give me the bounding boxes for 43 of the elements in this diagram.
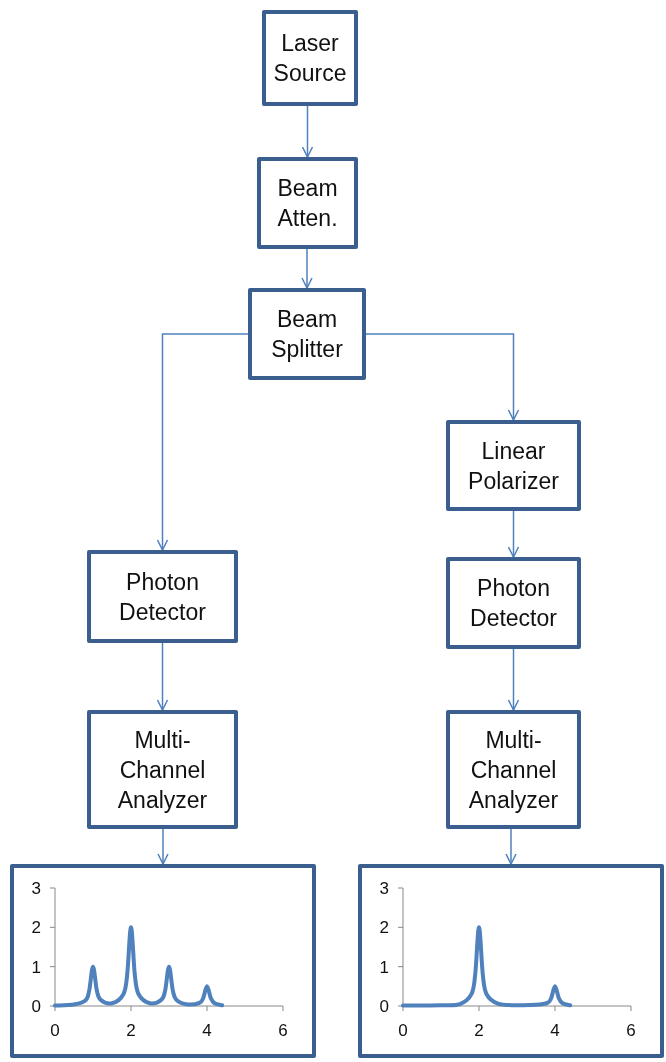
- process-box: [257, 157, 358, 249]
- process-box: [87, 710, 238, 829]
- box-label: Beam Atten.: [276, 174, 339, 233]
- box-label: Laser Source: [272, 29, 348, 88]
- tick-label: 2: [474, 1021, 484, 1040]
- tick-label: 3: [31, 879, 41, 898]
- arrow: [505, 828, 517, 865]
- tick-label: 4: [550, 1021, 560, 1040]
- tick-label: 2: [31, 918, 41, 938]
- chart-panel: [10, 864, 316, 1058]
- process-box: [446, 710, 581, 829]
- arrow: [301, 248, 313, 289]
- arrow: [156, 333, 249, 551]
- tick-label: 6: [278, 1021, 288, 1040]
- process-box: [446, 557, 581, 649]
- tick-label: 2: [126, 1021, 136, 1040]
- arrow: [507, 510, 520, 558]
- tick-label: 3: [379, 879, 389, 898]
- box-label: Linear Polarizer: [467, 436, 560, 496]
- tick-label: 0: [398, 1021, 408, 1040]
- tick-label: 4: [202, 1021, 212, 1040]
- arrow: [156, 642, 169, 711]
- arrow: [301, 105, 314, 158]
- process-box: [248, 288, 366, 380]
- tick-label: 6: [626, 1021, 636, 1040]
- process-box: [262, 10, 358, 106]
- tick-label: 1: [379, 957, 389, 977]
- tick-label: 2: [379, 918, 389, 938]
- tick-label: 1: [31, 957, 41, 977]
- arrow: [507, 648, 520, 711]
- box-label: Multi- Channel Analyzer: [116, 725, 209, 815]
- tick-label: 0: [379, 997, 389, 1016]
- box-label: Multi- Channel Analyzer: [467, 725, 560, 815]
- tick-label: 0: [50, 1021, 60, 1040]
- process-box: [446, 420, 581, 511]
- box-label: Photon Detector: [469, 574, 558, 633]
- arrow: [157, 828, 169, 865]
- tick-label: 0: [31, 997, 41, 1016]
- box-label: Photon Detector: [118, 567, 207, 627]
- process-box: [87, 550, 238, 643]
- chart-panel: [358, 864, 664, 1058]
- arrow: [365, 333, 520, 421]
- box-label: Beam Splitter: [270, 305, 344, 364]
